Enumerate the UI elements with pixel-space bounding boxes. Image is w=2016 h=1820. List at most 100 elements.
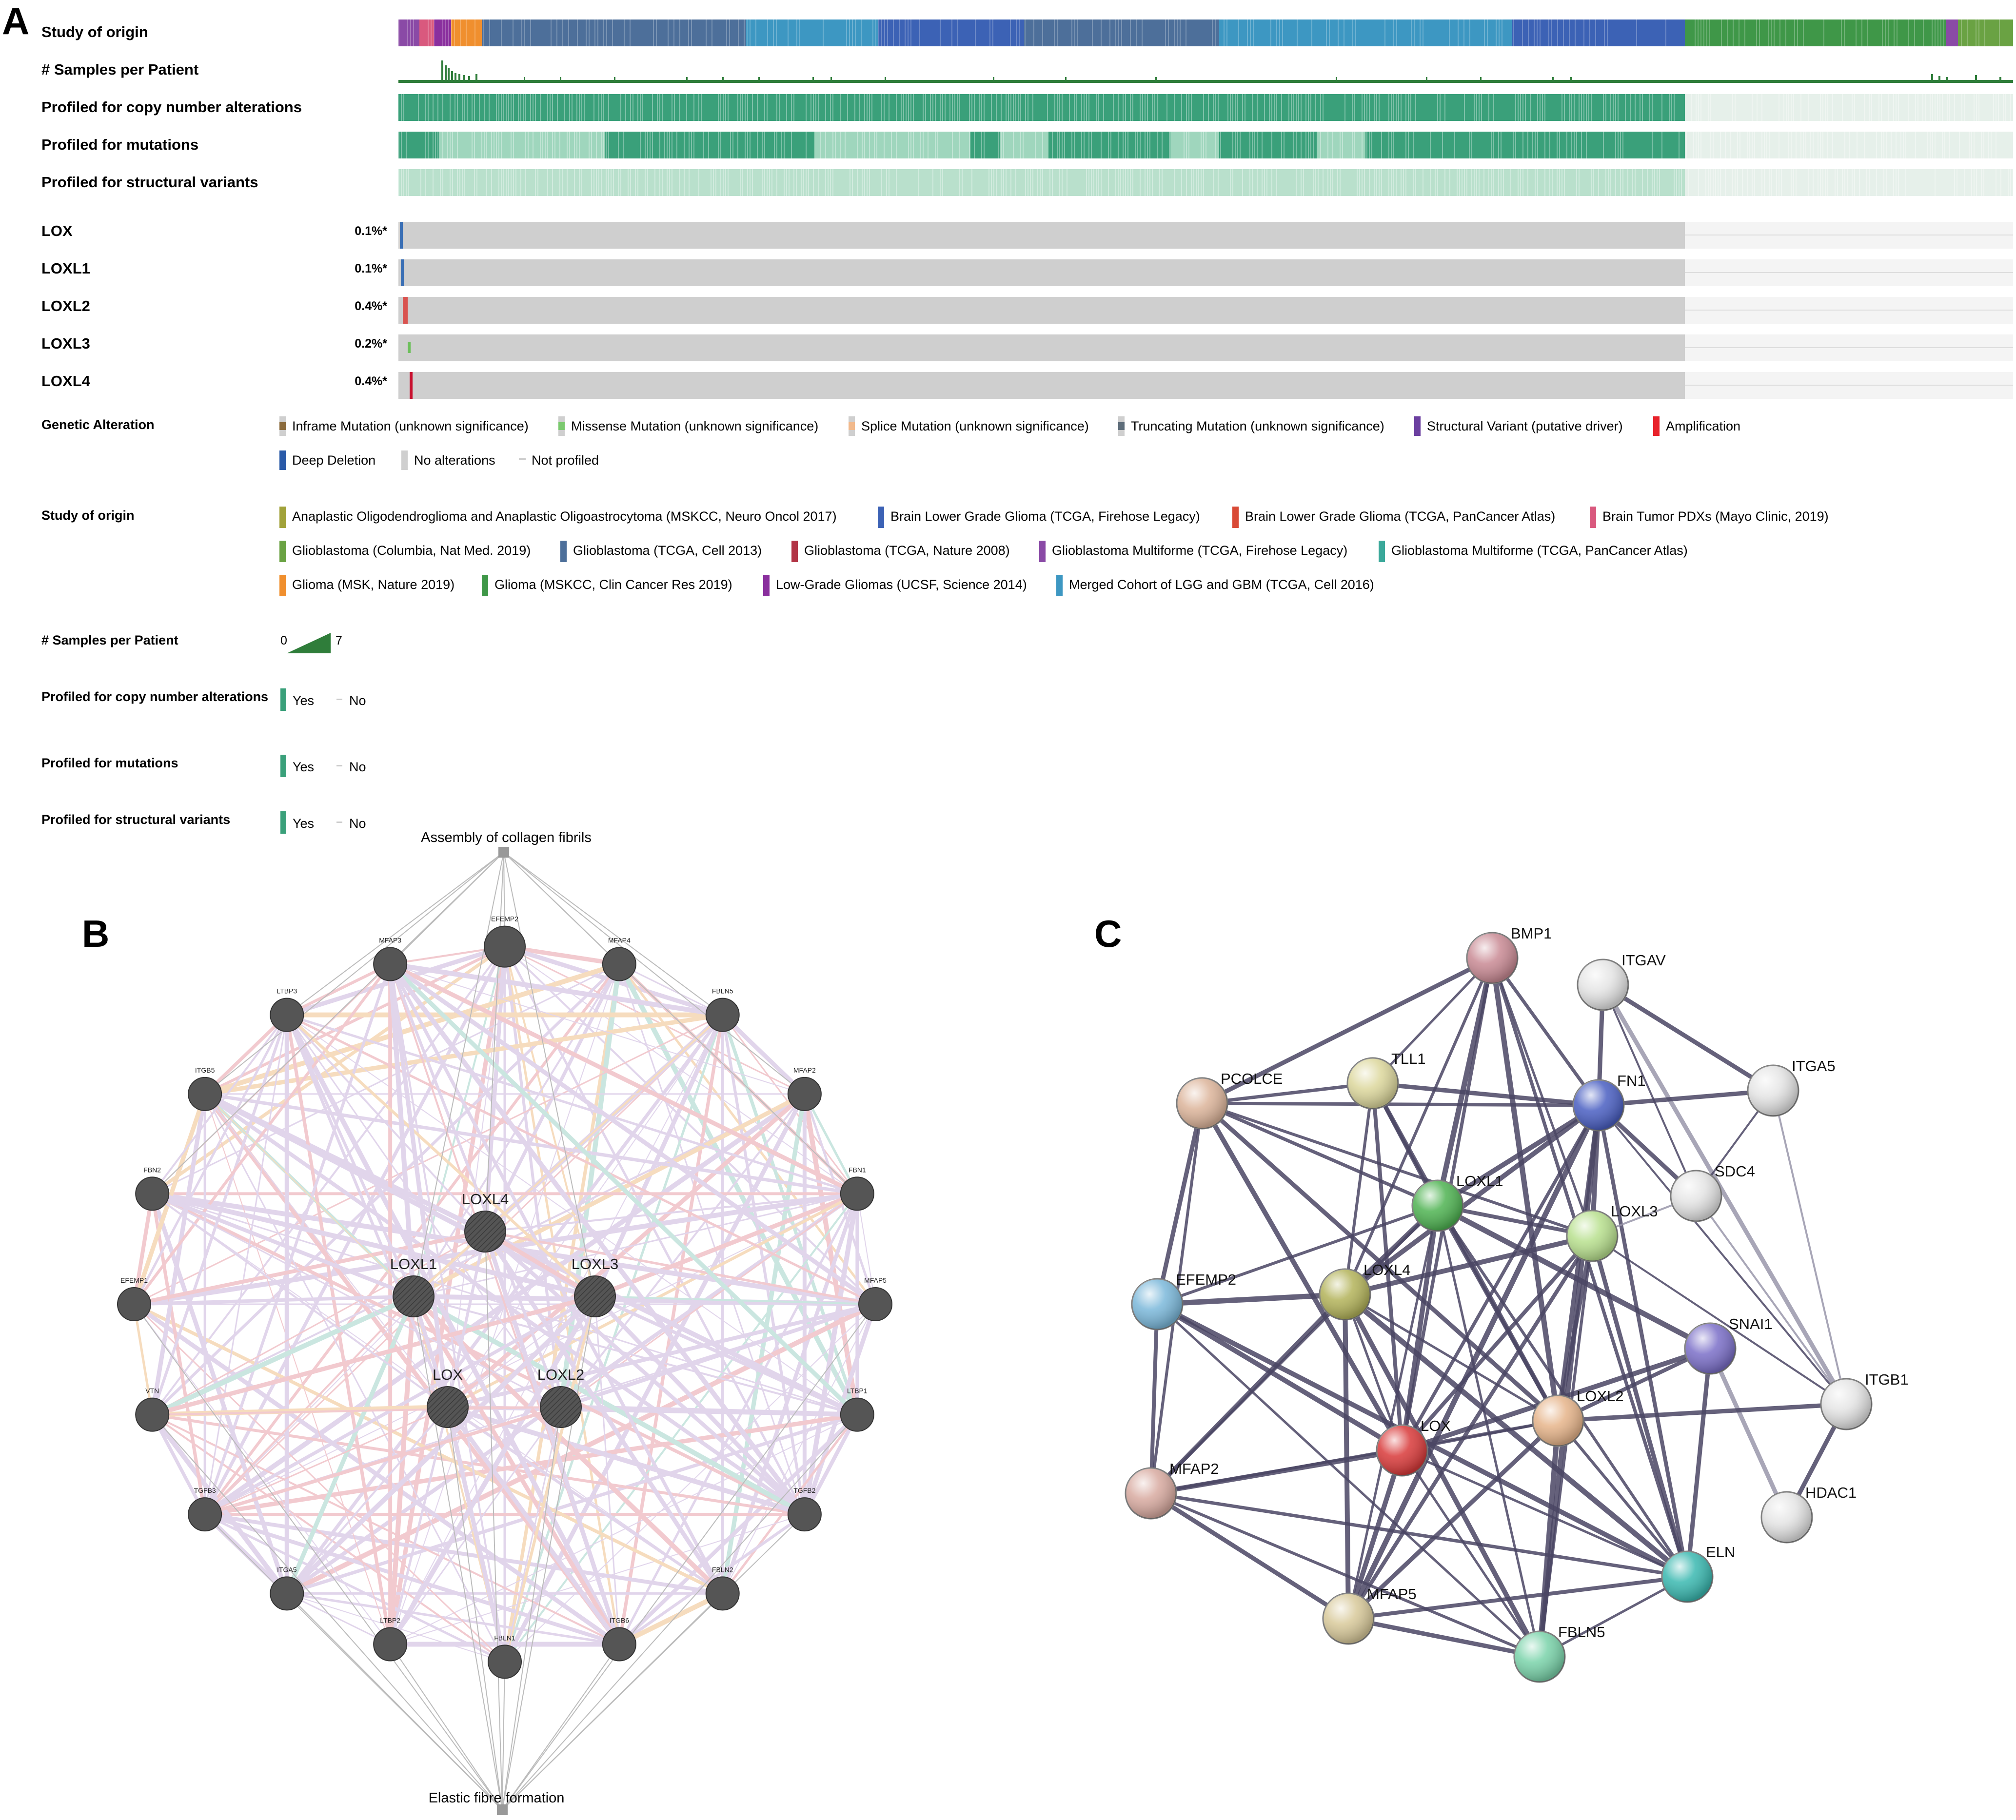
profiled-stripe (764, 94, 765, 121)
profiled-stripe (1188, 94, 1189, 121)
profiled-stripe (640, 94, 641, 121)
profiled-stripe (984, 94, 985, 121)
study-stripe (1109, 20, 1110, 46)
profiled-stripe (1754, 132, 1755, 158)
study-stripe (1276, 20, 1277, 46)
profiled-stripe (1069, 94, 1070, 121)
not-profiled-band (1685, 94, 2013, 121)
profiled-stripe (1498, 132, 1499, 158)
profiled-stripe (1174, 169, 1175, 196)
profiled-stripe (1006, 94, 1007, 121)
study-stripe (1528, 20, 1529, 46)
profiled-stripe (1871, 94, 1872, 121)
profiled-stripe (757, 132, 758, 158)
profiled-stripe (991, 94, 992, 121)
profiled-stripe (737, 132, 738, 158)
study-stripe (594, 20, 595, 46)
profiled-stripe (786, 94, 787, 121)
profiled-stripe (528, 132, 529, 158)
profiled-stripe (745, 132, 746, 158)
profiled-stripe (1276, 94, 1277, 121)
profiled-stripe (598, 94, 599, 121)
profiled-stripe (1800, 94, 1801, 121)
profiled-stripe (698, 169, 699, 196)
legend-swatch (1653, 416, 1660, 436)
profiled-stripe (1215, 94, 1216, 121)
profiled-stripe (1381, 132, 1382, 158)
genemania-node (840, 1397, 874, 1432)
profiled-stripe (881, 169, 882, 196)
profiled-stripe (576, 132, 577, 158)
profiled-stripe (511, 132, 512, 158)
string-edge (1372, 957, 1493, 1084)
profiled-stripe (1237, 132, 1238, 158)
profiled-stripe (1108, 132, 1109, 158)
genemania-edge (286, 1593, 505, 1663)
profiled-stripe (1515, 94, 1516, 121)
genemania-node (540, 1386, 582, 1428)
profiled-stripe (511, 169, 512, 196)
profiled-stripe (1059, 94, 1060, 121)
profiled-stripe (676, 132, 677, 158)
genemania-edge (133, 1304, 154, 1415)
profiled-stripe (864, 169, 865, 196)
profiled-stripe (425, 169, 426, 196)
profiled-stripe (667, 132, 668, 158)
pathway-edge (485, 1231, 503, 1810)
study-stripe (1774, 20, 1775, 46)
profiled-stripe (813, 94, 814, 121)
profiled-stripe (852, 169, 853, 196)
study-stripe (1914, 20, 1915, 46)
profiled-stripe (657, 94, 658, 121)
samples-bar (560, 77, 561, 80)
profiled-stripe (1357, 169, 1358, 196)
string-edge (1202, 1101, 1599, 1107)
profiled-stripe (1898, 94, 1899, 121)
profiled-stripe (750, 169, 751, 196)
string-node-label: LOXL4 (1364, 1261, 1411, 1278)
profiled-stripe (569, 94, 570, 121)
profiled-stripe (1101, 132, 1102, 158)
profiled-stripe (1464, 169, 1465, 196)
string-edge (1348, 1616, 1540, 1659)
study-stripe (1797, 20, 1798, 46)
profiled-stripe (1118, 169, 1119, 196)
samples-bar (1480, 77, 1482, 80)
profiled-stripe (1574, 94, 1575, 121)
profiled-stripe (762, 132, 763, 158)
genemania-edge (285, 1014, 449, 1408)
profiled-stripe (1188, 132, 1189, 158)
profiled-stripe (784, 132, 785, 158)
profiled-stripe (1271, 94, 1272, 121)
string-edge (1597, 1105, 1689, 1577)
profiled-stripe (840, 132, 841, 158)
profiled-stripe (579, 132, 580, 158)
study-stripe (1935, 20, 1936, 46)
profiled-stripe (820, 132, 821, 158)
profiled-stripe (442, 94, 443, 121)
profiled-stripe (1535, 132, 1536, 158)
legend-swatch (1232, 507, 1239, 528)
genemania-edge (286, 1406, 449, 1594)
profiled-stripe (752, 169, 753, 196)
genemania-edge (286, 1014, 596, 1298)
panel-letter-c: C (1094, 912, 1122, 955)
profiled-stripe (1369, 169, 1370, 196)
profiled-stripe (703, 132, 704, 158)
profiled-stripe (847, 94, 848, 121)
study-stripe (1215, 20, 1216, 46)
profiled-stripe (535, 94, 536, 121)
profiled-stripe (954, 94, 955, 121)
profiled-stripe (1232, 94, 1233, 121)
string-node-label: ELN (1706, 1544, 1735, 1561)
profiled-stripe (618, 169, 619, 196)
profiled-stripe (691, 132, 692, 158)
profiled-stripe (1330, 169, 1331, 196)
profiled-stripe (957, 94, 958, 121)
study-stripe (1016, 20, 1017, 46)
profiled-stripe (486, 169, 487, 196)
profiled-stripe (1191, 169, 1192, 196)
profiled-stripe (1866, 169, 1867, 196)
profiled-stripe (776, 132, 777, 158)
string-node-gloss (1761, 1492, 1812, 1543)
